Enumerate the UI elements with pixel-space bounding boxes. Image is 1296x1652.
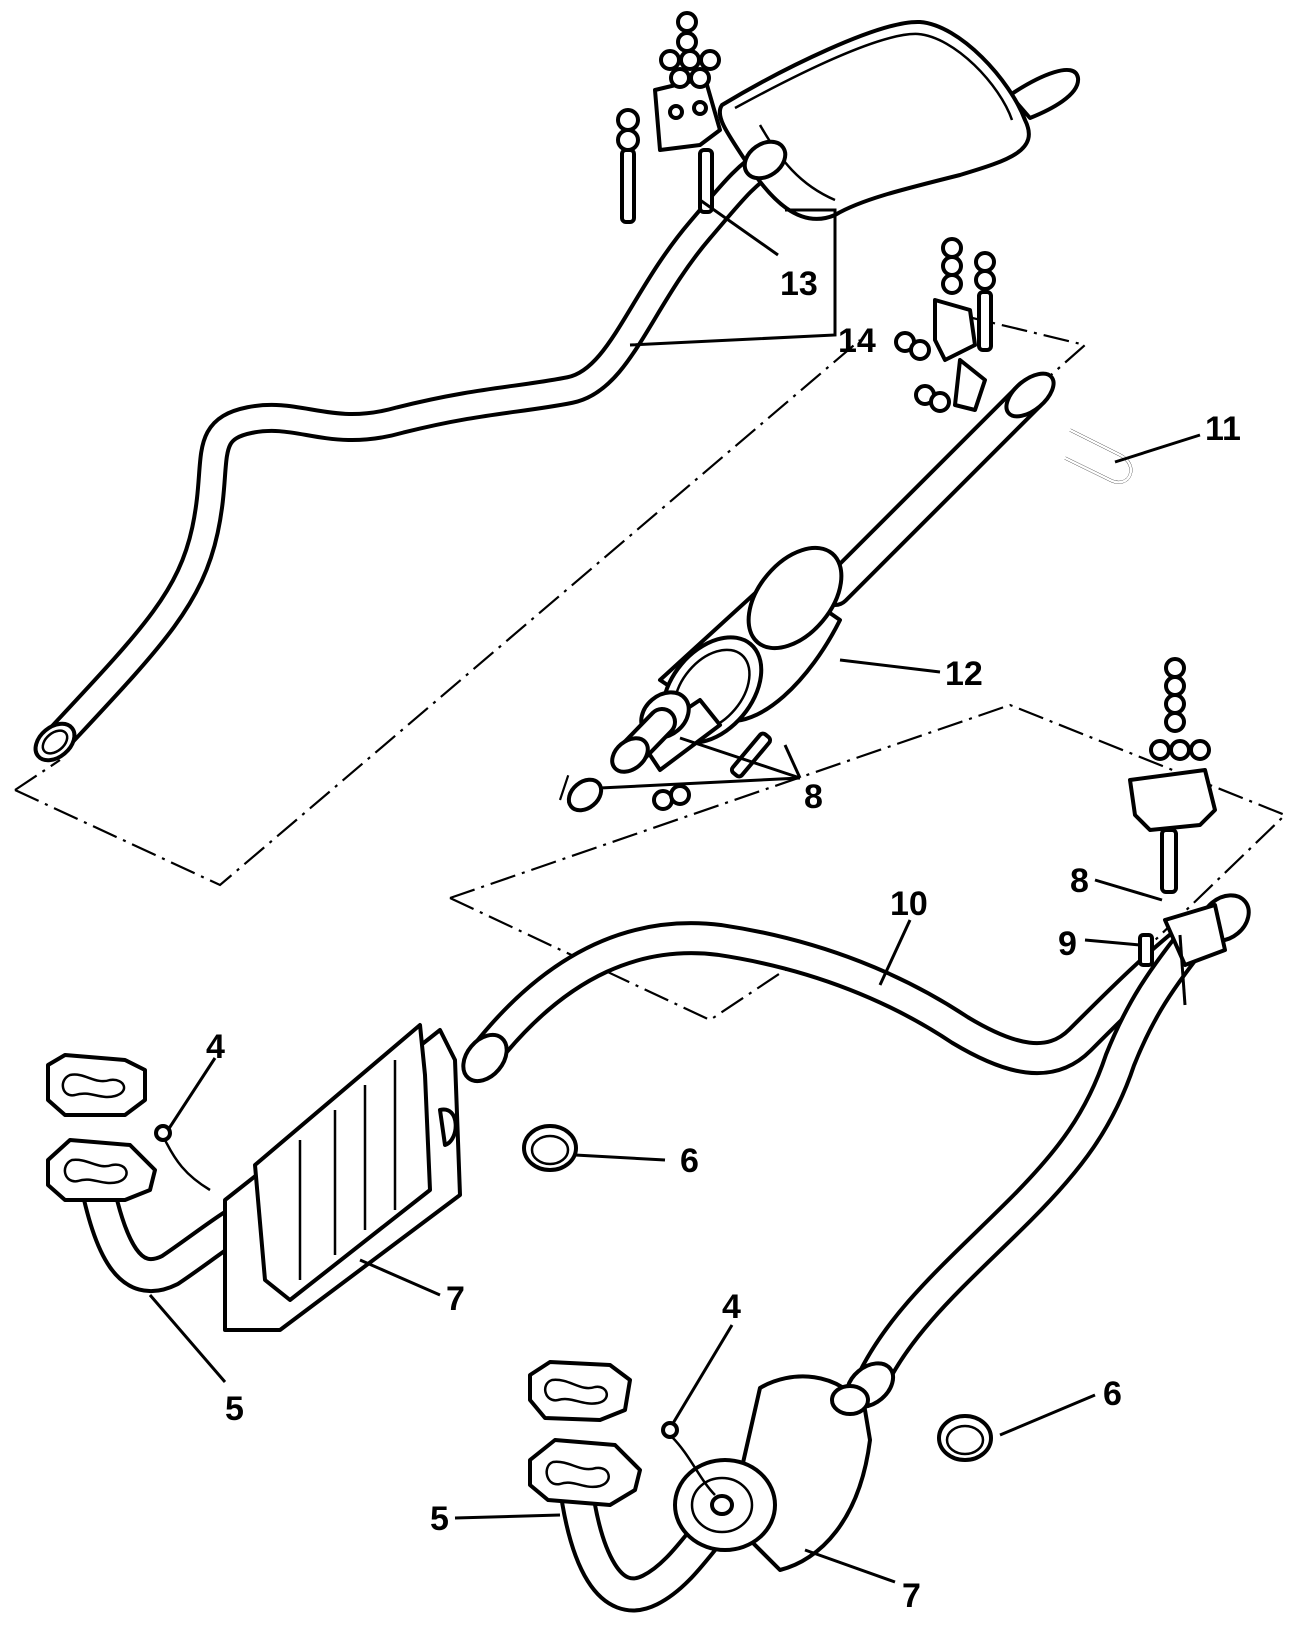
- callout-6-left: 6: [680, 1142, 699, 1180]
- callout-7-left: 7: [446, 1280, 465, 1318]
- callout-8-center: 8: [804, 778, 823, 816]
- assembly-outline-upper: [14, 313, 1088, 887]
- center-hanger-bracket: [894, 237, 996, 413]
- callout-11: 11: [1205, 410, 1241, 448]
- leader-lines: [148, 198, 1201, 1584]
- front-y-pipe: [461, 893, 1251, 1409]
- callout-9: 9: [1058, 925, 1077, 963]
- front-hanger-bracket: [1128, 657, 1217, 1006]
- clamp-left: [522, 1124, 578, 1172]
- callout-8-front: 8: [1070, 862, 1089, 900]
- center-pipe-silencer: [566, 371, 1056, 813]
- left-downpipe-catalyst: [46, 1023, 462, 1332]
- u-bolt-clamp: [1063, 428, 1133, 484]
- clamp-right: [937, 1414, 993, 1462]
- rear-hanger-bracket: [616, 11, 722, 224]
- callout-5-right: 5: [430, 1500, 449, 1538]
- callout-7-right: 7: [902, 1577, 921, 1615]
- callout-10: 10: [890, 885, 928, 923]
- assembly-outline-lower: [449, 703, 1287, 1022]
- callout-4-left: 4: [206, 1028, 225, 1066]
- callout-6-right: 6: [1103, 1375, 1122, 1413]
- callout-12: 12: [945, 655, 983, 693]
- rear-silencer: [717, 19, 1080, 221]
- callout-13: 13: [780, 265, 818, 303]
- callout-4-right: 4: [722, 1288, 741, 1326]
- right-downpipe-catalyst: [528, 1360, 872, 1613]
- callout-14: 14: [838, 322, 876, 360]
- rear-tailpipe: [33, 145, 785, 763]
- callouts: 4 4 5 5 6 6 7 7 8 8 9 10 11 12 13 14: [206, 265, 1241, 1615]
- callout-5-left: 5: [225, 1390, 244, 1428]
